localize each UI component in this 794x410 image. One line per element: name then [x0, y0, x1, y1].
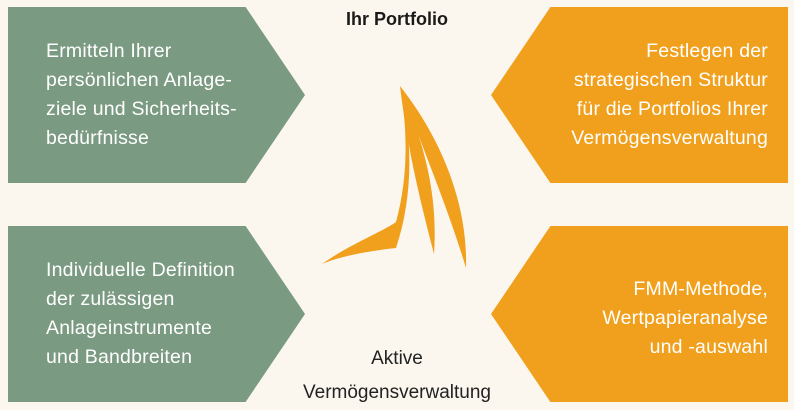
sail-middle-shape [400, 86, 435, 254]
step-text-instruments: Individuelle Definition der zulässigen A… [46, 259, 235, 368]
step-arrow-structure: Festlegen der strategischen Struktur für… [491, 7, 788, 183]
diagram-caption: Aktive Vermögensverwaltung [303, 348, 491, 403]
step-text-structure: Festlegen der strategischen Struktur für… [571, 40, 768, 149]
step-arrow-instruments: Individuelle Definition der zulässigen A… [8, 226, 305, 402]
step-arrow-method: FMM-Methode, Wertpapieranalyse und -ausw… [491, 226, 788, 402]
step-arrow-goals: Ermitteln Ihrer persönlichen Anlage- zie… [8, 7, 305, 183]
sail-main-shape [322, 86, 410, 264]
diagram-title: Ihr Portfolio [346, 9, 448, 29]
sail-icon [322, 86, 467, 268]
step-text-method: FMM-Methode, Wertpapieranalyse und -ausw… [602, 277, 768, 358]
step-text-goals: Ermitteln Ihrer persönlichen Anlage- zie… [46, 40, 237, 149]
